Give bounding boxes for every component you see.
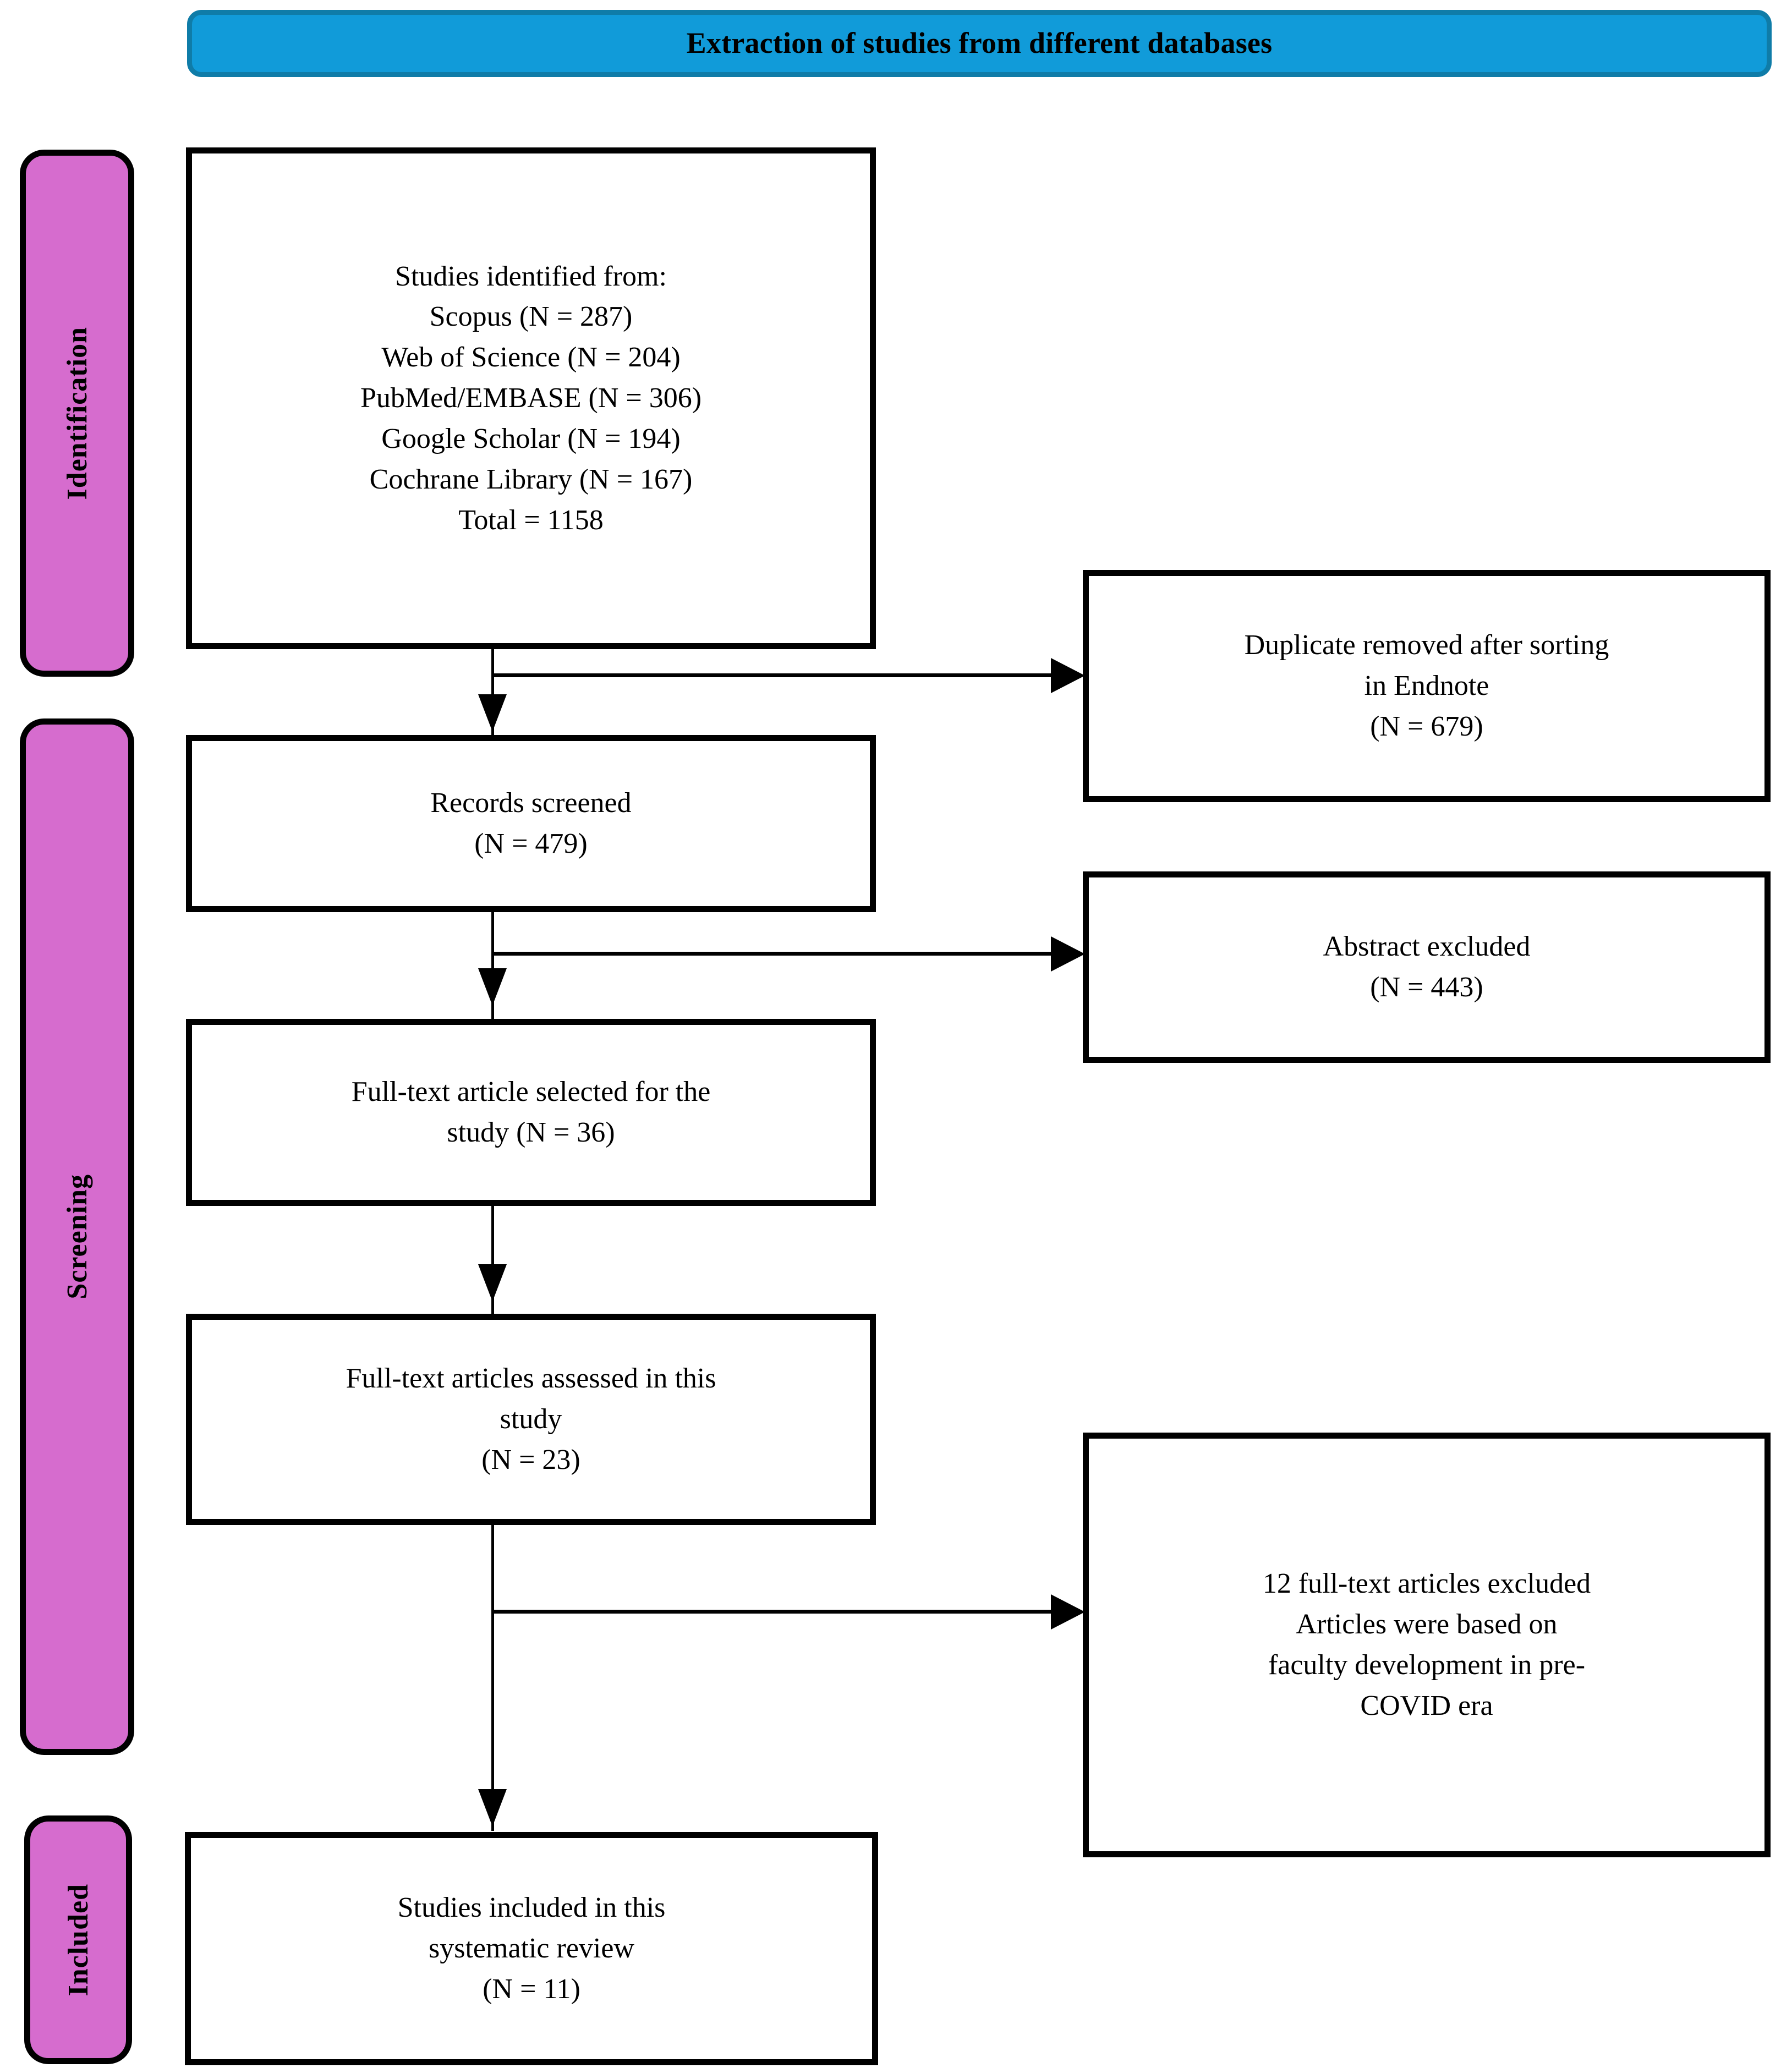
box-records-screened-text: Records screened (N = 479) [206, 783, 856, 864]
arrowhead-identified-to-duplicates [1051, 658, 1085, 693]
stage-pill-screening: Screening [20, 718, 134, 1755]
line: Full-text articles assessed in this [346, 1363, 716, 1395]
line: faculty development in pre- [1268, 1649, 1586, 1681]
line: Google Scholar (N = 194) [381, 423, 681, 454]
line: Scopus (N = 287) [429, 301, 633, 333]
box-fulltext-excluded-text: 12 full-text articles excluded Articles … [1103, 1564, 1750, 1726]
connector-identified-to-duplicates [491, 673, 1054, 677]
line: Web of Science (N = 204) [381, 342, 681, 374]
arrowhead-identified-to-screened [478, 694, 507, 732]
line: Abstract excluded [1323, 931, 1531, 963]
box-studies-identified: Studies identified from: Scopus (N = 287… [186, 147, 876, 649]
connector-selected-to-assessed [491, 1205, 494, 1316]
stage-pill-included: Included [24, 1815, 132, 2064]
stage-label-included: Included [62, 1883, 94, 1996]
line: Studies identified from: [395, 260, 667, 292]
stage-label-identification: Identification [61, 326, 93, 500]
box-studies-included: Studies included in this systematic revi… [185, 1832, 878, 2065]
stage-pill-identification: Identification [20, 150, 134, 677]
line: in Endnote [1364, 670, 1489, 702]
line: Duplicate removed after sorting [1244, 629, 1609, 661]
box-fulltext-assessed-text: Full-text articles assessed in this stud… [206, 1358, 856, 1480]
line: Studies included in this [397, 1892, 666, 1924]
arrowhead-assessed-to-included [478, 1789, 507, 1826]
line: Articles were based on [1296, 1609, 1558, 1641]
stage-label-screening: Screening [61, 1174, 93, 1299]
line: COVID era [1360, 1689, 1493, 1721]
box-fulltext-selected: Full-text article selected for the study… [186, 1019, 876, 1206]
line: PubMed/EMBASE (N = 306) [360, 382, 702, 414]
box-studies-identified-text: Studies identified from: Scopus (N = 287… [206, 256, 856, 541]
box-abstract-excluded: Abstract excluded (N = 443) [1083, 871, 1771, 1063]
line: Full-text article selected for the [351, 1076, 711, 1108]
box-fulltext-excluded: 12 full-text articles excluded Articles … [1083, 1433, 1771, 1857]
box-studies-included-text: Studies included in this systematic revi… [205, 1888, 858, 2009]
arrowhead-assessed-to-fulltext-excluded [1051, 1594, 1085, 1630]
box-duplicates-removed-text: Duplicate removed after sorting in Endno… [1103, 625, 1750, 747]
connector-screened-to-selected [491, 911, 494, 1020]
line: 12 full-text articles excluded [1262, 1568, 1591, 1600]
diagram-title: Extraction of studies from different dat… [686, 26, 1273, 60]
line: (N = 479) [474, 828, 588, 859]
connector-screened-to-abstract-excluded [491, 952, 1054, 956]
box-fulltext-selected-text: Full-text article selected for the study… [206, 1072, 856, 1153]
line: (N = 23) [481, 1444, 580, 1475]
line: (N = 443) [1370, 972, 1483, 1003]
line: (N = 11) [483, 1973, 580, 2005]
line: Cochrane Library (N = 167) [369, 463, 693, 495]
box-duplicates-removed: Duplicate removed after sorting in Endno… [1083, 570, 1771, 802]
line: (N = 679) [1370, 710, 1483, 742]
arrowhead-screened-to-selected [478, 968, 507, 1006]
line: study [500, 1403, 562, 1435]
box-fulltext-assessed: Full-text articles assessed in this stud… [186, 1314, 876, 1525]
box-abstract-excluded-text: Abstract excluded (N = 443) [1103, 926, 1750, 1008]
diagram-title-banner: Extraction of studies from different dat… [187, 10, 1772, 77]
line: study (N = 36) [447, 1117, 615, 1148]
connector-assessed-to-included [491, 1524, 494, 1831]
line: systematic review [429, 1933, 634, 1965]
connector-assessed-to-fulltext-excluded [491, 1610, 1054, 1614]
arrowhead-screened-to-abstract-excluded [1051, 936, 1085, 972]
box-records-screened: Records screened (N = 479) [186, 735, 876, 912]
arrowhead-selected-to-assessed [478, 1264, 507, 1302]
line: Total = 1158 [458, 504, 604, 536]
line: Records screened [430, 787, 632, 819]
